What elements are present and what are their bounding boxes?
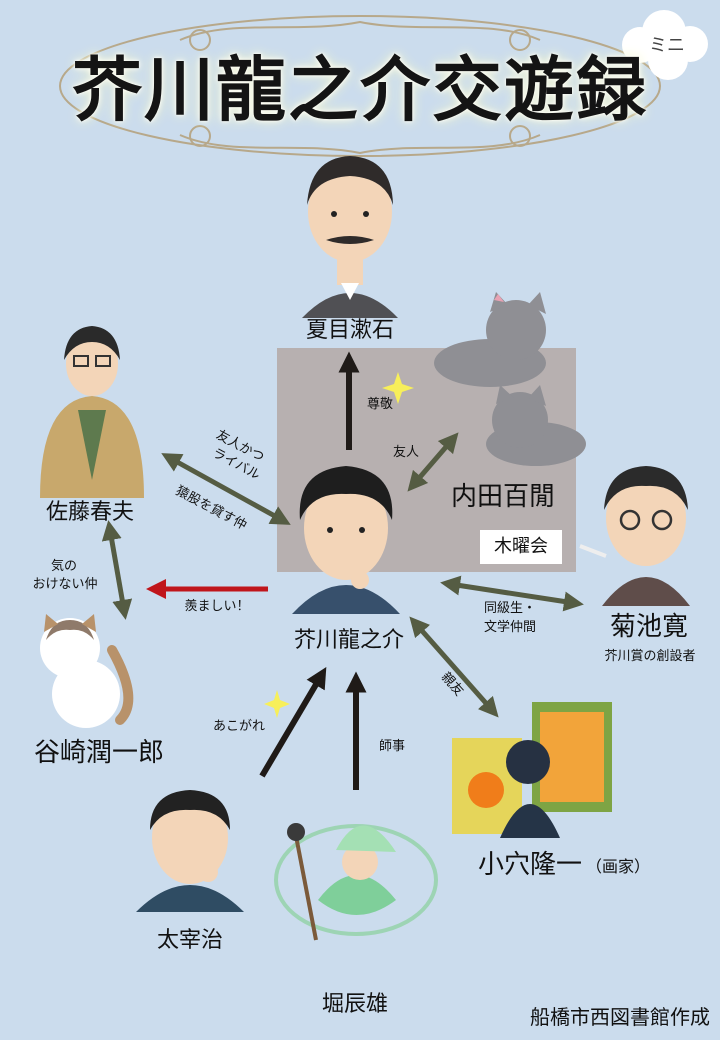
note-oana: （画家）	[586, 857, 651, 876]
name-dazai: 太宰治	[156, 928, 223, 953]
name-hori: 堀辰雄	[321, 992, 388, 1017]
kikuchi-illustration	[579, 466, 690, 606]
arrow-sato-tanizaki	[101, 520, 133, 620]
name-sato: 佐藤春夫	[45, 500, 134, 525]
arrow-sato	[161, 453, 291, 525]
title-frame	[59, 15, 661, 157]
sato-illustration	[40, 326, 144, 498]
page-title: 芥川龍之介交遊録	[72, 48, 648, 131]
arrow-uchida	[407, 432, 459, 492]
credit: 船橋市西図書館作成	[530, 1005, 710, 1029]
name-akutagawa: 芥川龍之介	[293, 628, 404, 653]
note-kikuchi: 芥川賞の創設者	[604, 649, 696, 664]
relation-label-hori: 師事	[378, 739, 405, 754]
arrow-oana	[409, 616, 499, 718]
name-uchida: 内田百閒	[450, 482, 555, 512]
soseki-illustration	[302, 156, 398, 318]
sparkle-icon	[382, 372, 414, 404]
name-kikuchi: 菊池寛	[609, 612, 688, 642]
relation-label-sato-tanizaki-1: 気の	[50, 559, 77, 574]
name-oana: 小穴隆一	[477, 850, 582, 880]
arrow-dazai	[259, 666, 327, 778]
title-badge-cloud	[622, 10, 708, 80]
dazai-illustration	[136, 790, 244, 912]
arrow-kikuchi	[440, 575, 584, 612]
relation-label-soseki: 尊敬	[366, 397, 393, 412]
name-tanizaki: 谷崎潤一郎	[33, 738, 164, 768]
relation-label-kikuchi-2: 文学仲間	[483, 620, 536, 635]
relation-label-sato-tanizaki-2: おけない仲	[32, 577, 98, 592]
cat-icon	[486, 385, 586, 466]
relation-label-tanizaki: 羨ましい！	[184, 599, 250, 614]
akutagawa-illustration	[292, 466, 400, 614]
title-badge: ミニ	[649, 35, 685, 56]
thursday-club-label: 木曜会	[480, 530, 562, 564]
oana-illustration	[452, 702, 612, 838]
cat-icon	[40, 614, 134, 728]
name-soseki: 夏目漱石	[305, 318, 394, 343]
relation-label-dazai: あこがれ	[212, 719, 265, 734]
cat-icon	[434, 292, 546, 387]
hori-illustration	[274, 823, 438, 941]
relation-label-kikuchi-1: 同級生・	[483, 601, 536, 616]
sparkle-icon	[264, 690, 290, 718]
relation-label-uchida: 友人	[392, 445, 419, 460]
